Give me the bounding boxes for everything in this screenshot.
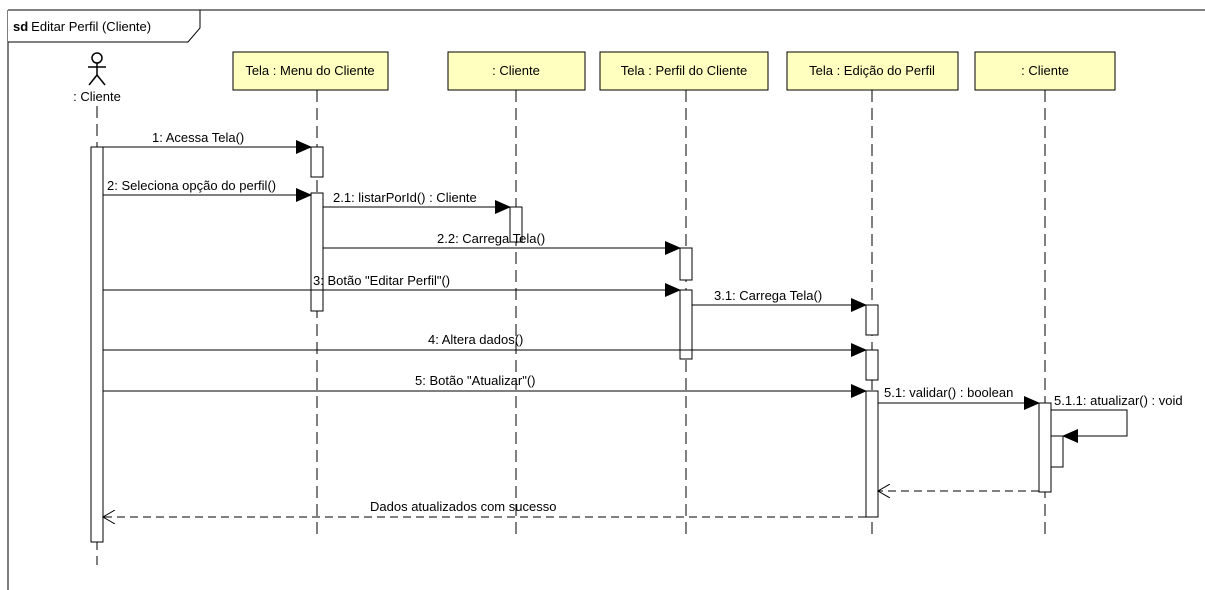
messages: 1: Acessa Tela() 2: Seleciona opção do p… [103, 130, 1183, 517]
frame-keyword: sd [13, 19, 28, 34]
activation-perfil-1 [679, 247, 693, 281]
activation-menu-2 [310, 192, 324, 312]
stick-figure-icon [88, 52, 106, 86]
lifeline-head-cliente-1 [447, 51, 586, 91]
activation-edicao-3 [865, 390, 879, 518]
message-label-5-1-1: 5.1.1: atualizar() : void [1054, 393, 1183, 408]
message-label-3: 3: Botão "Editar Perfil"() [313, 273, 450, 288]
message-label-3-1: 3.1: Carrega Tela() [714, 288, 822, 303]
message-label-5-1: 5.1: validar() : boolean [884, 385, 1013, 400]
activation-cliente-2-self [1050, 435, 1064, 468]
lifeline-head-cliente-2 [974, 51, 1116, 91]
lifeline-label-edicao: Tela : Edição do Perfil [809, 63, 935, 78]
message-arrow-5-1-1 [1051, 409, 1128, 443]
lifeline-label-cliente-1: : Cliente [492, 63, 540, 78]
actor-label: : Cliente [73, 89, 121, 104]
frame-title-tab [8, 9, 201, 43]
message-label-2-1: 2.1: listarPorId() : Cliente [333, 190, 477, 205]
message-label-4: 4: Altera dados() [428, 332, 523, 347]
activation-cliente-2 [1038, 402, 1052, 493]
activation-perfil-2 [679, 289, 693, 360]
activation-edicao-2 [865, 349, 879, 381]
message-label-2-2: 2.2: Carrega Tela() [437, 231, 545, 246]
actor-cliente: : Cliente [73, 52, 121, 104]
lifeline-head-perfil [599, 51, 769, 91]
activation-edicao-1 [865, 304, 879, 336]
lifeline-head-edicao [786, 51, 959, 91]
message-label-return-final: Dados atualizados com sucesso [370, 499, 556, 514]
activation-actor [90, 146, 104, 543]
lifelines [96, 90, 1046, 565]
activations [90, 146, 1064, 543]
lifeline-label-cliente-2: : Cliente [1021, 63, 1069, 78]
lifeline-label-menu: Tela : Menu do Cliente [245, 63, 374, 78]
activation-cliente-1 [509, 206, 523, 243]
lifeline-heads: Tela : Menu do Cliente : Cliente Tela : … [232, 51, 1116, 91]
message-label-2: 2: Seleciona opção do perfil() [107, 178, 276, 193]
lifeline-label-perfil: Tela : Perfil do Cliente [621, 63, 747, 78]
activation-menu-1 [310, 146, 324, 178]
message-label-1: 1: Acessa Tela() [152, 130, 244, 145]
frame-title-text: Editar Perfil (Cliente) [31, 19, 151, 34]
message-label-5: 5: Botão "Atualizar"() [415, 373, 536, 388]
lifeline-head-menu [232, 51, 389, 91]
